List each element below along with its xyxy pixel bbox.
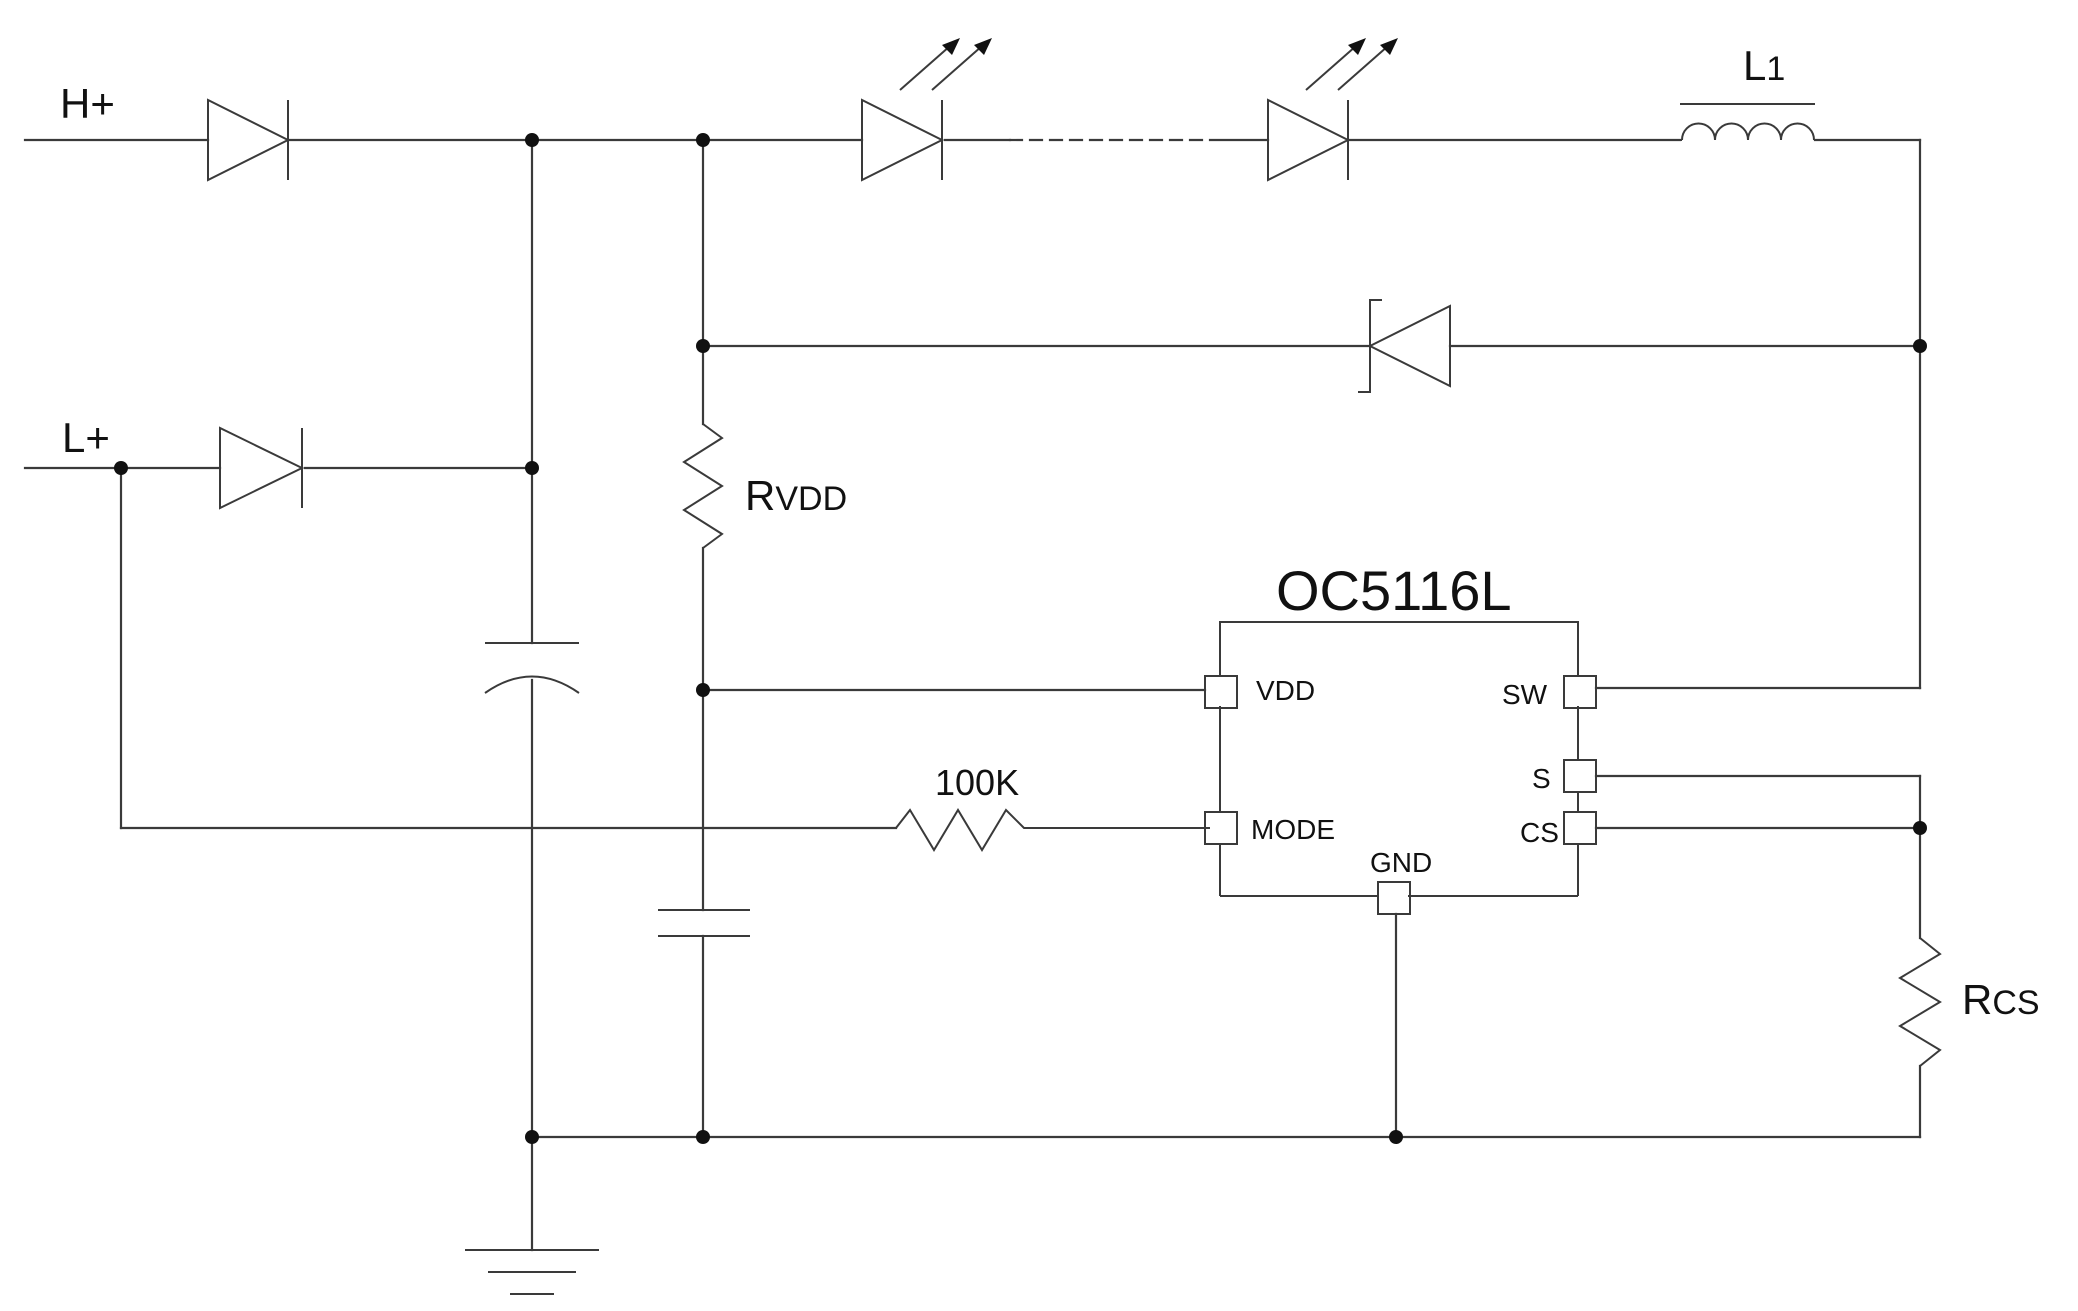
pin-cs-label: CS	[1520, 817, 1559, 848]
l1-label: L1	[1743, 42, 1785, 89]
pin-vdd	[1204, 675, 1238, 709]
resistor-rcs	[1898, 937, 1942, 1067]
inductor-l1	[1680, 103, 1815, 141]
pin-cs	[1563, 811, 1597, 845]
schottky-diode	[1358, 299, 1451, 393]
diode-l-input	[219, 426, 305, 510]
resistor-rvdd	[682, 423, 724, 549]
electrolytic-capacitor	[484, 642, 580, 694]
pin-gnd	[1377, 881, 1411, 915]
junction-dots	[114, 133, 1927, 1144]
led-1	[861, 38, 992, 182]
diode-h-input	[207, 98, 291, 182]
l-plus-label: L+	[62, 414, 110, 461]
led-n	[1267, 38, 1398, 182]
resistor-100k	[895, 808, 1210, 852]
pin-mode	[1204, 811, 1238, 845]
pin-sw	[1563, 675, 1597, 709]
ic-oc5116l	[1204, 621, 1597, 915]
h-plus-label: H+	[60, 80, 115, 127]
pin-vdd-label: VDD	[1256, 675, 1315, 706]
vdd-capacitor	[658, 909, 750, 937]
pin-s-label: S	[1532, 763, 1551, 794]
pin-mode-label: MODE	[1251, 814, 1335, 845]
r-mode-label: 100K	[935, 762, 1019, 803]
pin-s	[1563, 759, 1597, 793]
rvdd-label: RVDD	[745, 472, 847, 519]
pin-sw-label: SW	[1502, 679, 1548, 710]
ground-symbol	[465, 1249, 599, 1295]
pin-gnd-label: GND	[1370, 847, 1432, 878]
ic-name-label: OC5116L	[1276, 559, 1512, 622]
rcs-label: RCS	[1962, 976, 2040, 1023]
